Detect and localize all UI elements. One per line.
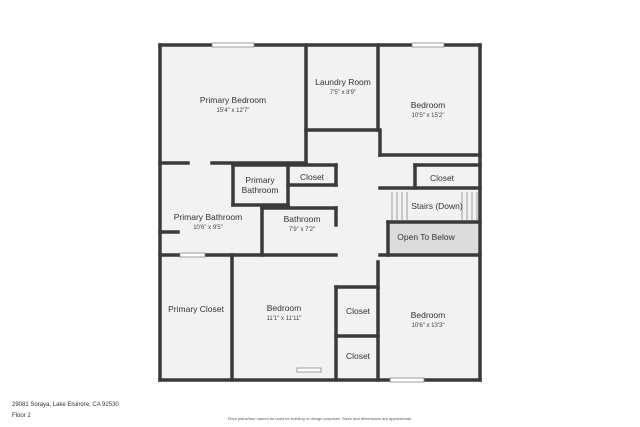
room-name-bedroom-top-right: Bedroom <box>411 100 446 110</box>
windows <box>179 42 445 383</box>
room-name-closet-center-mid: Closet <box>346 306 371 316</box>
room-name-closet-right-top: Closet <box>430 173 455 183</box>
room-dims-primary-bedroom: 15'4" x 12'7" <box>217 108 250 114</box>
room-dims-bedroom-bottom-right: 10'6" x 13'3" <box>412 323 445 329</box>
room-name-primary-bedroom: Primary Bedroom <box>200 95 266 105</box>
floor-plan: Primary Bedroom 15'4" x 12'7" Laundry Ro… <box>158 42 482 383</box>
room-name-open-to-below: Open To Below <box>397 232 455 242</box>
room-name-primary-bathroom: Primary Bathroom <box>174 212 243 222</box>
room-name-stairs: Stairs (Down) <box>411 201 463 211</box>
disclaimer: Floor plans/tour cannot be used for buil… <box>227 416 413 421</box>
room-name-primary-closet: Primary Closet <box>168 304 224 314</box>
property-address: 29081 Soraya, Lake Elsinore, CA 92530 <box>12 402 119 408</box>
room-labels: Primary Bedroom 15'4" x 12'7" Laundry Ro… <box>168 77 463 361</box>
room-name-closet-center-bottom: Closet <box>346 351 371 361</box>
room-dims-bedroom-bottom-center: 11'1" x 11'11" <box>267 316 302 322</box>
stairs-treads <box>391 192 478 220</box>
room-dims-laundry-room: 7'5" x 8'9" <box>330 90 356 96</box>
floor-fill <box>160 45 480 380</box>
room-name-laundry-room: Laundry Room <box>315 77 371 87</box>
room-name-bedroom-bottom-center: Bedroom <box>267 303 302 313</box>
room-name-bathroom: Bathroom <box>284 214 321 224</box>
floor-label: Floor 2 <box>12 413 31 419</box>
room-name-primary-bathroom-small: Primary <box>245 175 275 185</box>
room-name-closet-center-top: Closet <box>300 172 325 182</box>
open-to-below-area <box>388 223 478 253</box>
room-name-bedroom-bottom-right: Bedroom <box>411 310 446 320</box>
room-dims-bathroom: 7'9" x 7'2" <box>289 227 315 233</box>
room-dims-primary-bathroom: 10'6" x 9'5" <box>193 225 223 231</box>
room-dims-bedroom-top-right: 10'5" x 15'2" <box>412 113 445 119</box>
walls <box>158 43 482 382</box>
room-name-primary-bathroom-small-2: Bathroom <box>242 185 279 195</box>
